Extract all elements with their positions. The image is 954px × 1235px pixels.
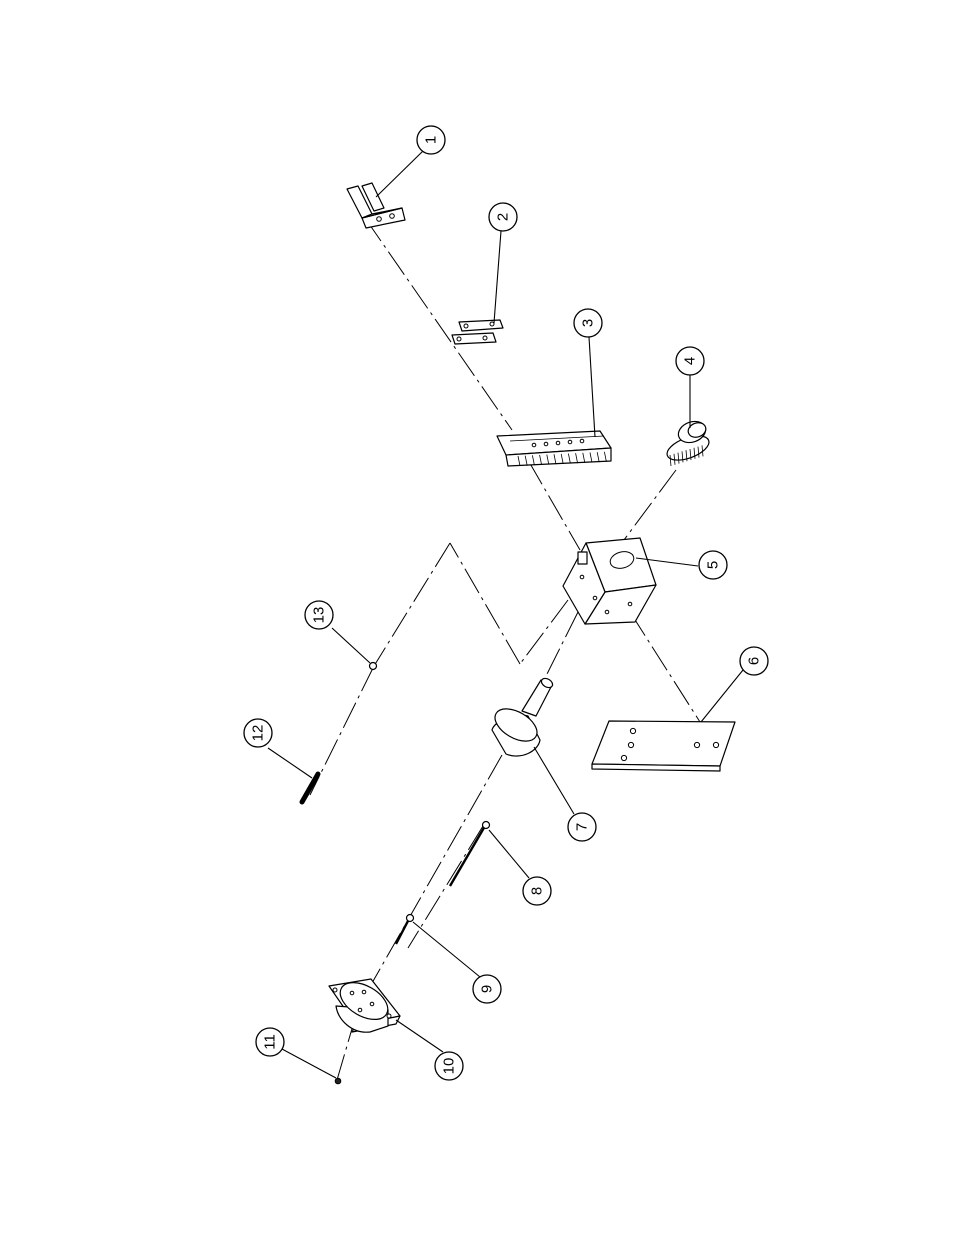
balloon-item-3: 3	[574, 309, 602, 337]
balloon-item-6: 6	[740, 647, 768, 675]
part-11-ball	[335, 1078, 341, 1084]
part-9-pin	[396, 915, 414, 945]
balloon-item-9: 9	[473, 975, 501, 1003]
part-2-plates	[452, 320, 503, 344]
balloon-number: 2	[495, 213, 512, 221]
balloon-item-1: 1	[417, 126, 445, 154]
balloon-item-2: 2	[489, 203, 517, 231]
balloon-number: 5	[705, 561, 722, 569]
balloon-item-13: 13	[305, 601, 333, 629]
balloon-number: 3	[580, 319, 597, 327]
part-6-base-plate	[592, 721, 735, 771]
balloon-item-11: 11	[256, 1028, 284, 1056]
balloon-item-7: 7	[568, 813, 596, 841]
balloon-number: 6	[746, 657, 763, 665]
balloon-number: 1	[423, 136, 440, 144]
balloon-number: 8	[529, 887, 546, 895]
part-12-rod	[302, 774, 318, 802]
part-3-terminal-strip	[497, 431, 611, 466]
balloon-number: 13	[311, 607, 328, 624]
balloon-number: 9	[479, 985, 496, 993]
balloon-number: 11	[262, 1034, 279, 1050]
leader-lines	[268, 150, 743, 1078]
assembly-center-lines	[310, 218, 700, 1080]
part-1-bracket	[347, 183, 405, 228]
part-13-ball	[370, 663, 377, 670]
balloon-item-12: 12	[244, 719, 272, 747]
part-8-pin	[450, 822, 490, 887]
balloon-item-10: 10	[435, 1052, 463, 1080]
balloon-item-8: 8	[523, 877, 551, 905]
part-4-knob	[664, 418, 712, 466]
balloon-number: 10	[441, 1058, 458, 1075]
part-5-block	[563, 538, 656, 624]
balloon-item-4: 4	[676, 347, 704, 375]
balloon-number: 12	[250, 725, 267, 742]
balloon-number: 7	[574, 823, 591, 831]
balloon-number: 4	[682, 357, 699, 365]
balloon-item-5: 5	[699, 551, 727, 579]
part-7-hub	[490, 677, 555, 757]
part-10-flange	[329, 975, 400, 1032]
